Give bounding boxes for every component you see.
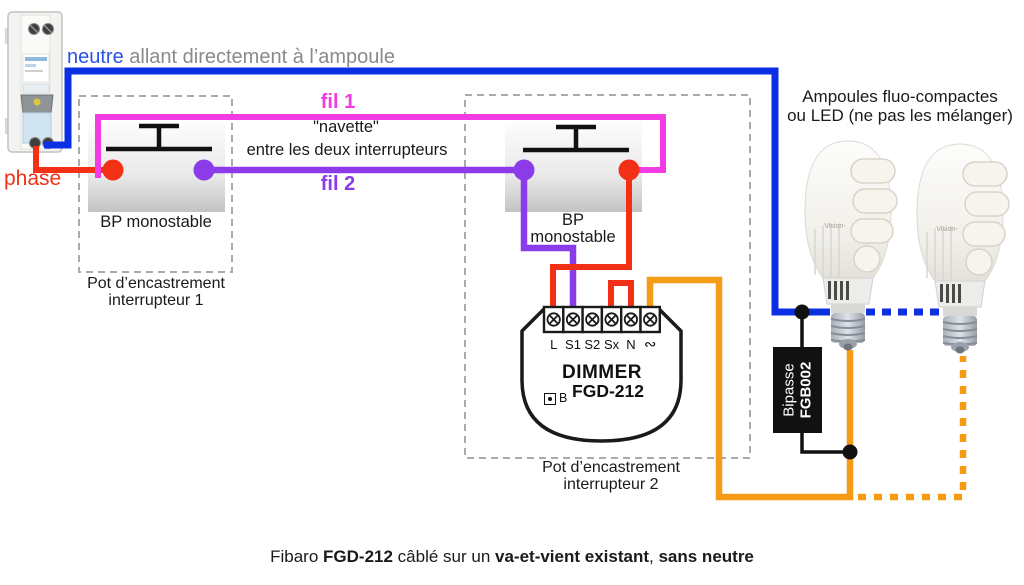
terminal-label-sx: Sx: [604, 337, 620, 352]
pot1-label-line2: interrupteur 1: [108, 292, 204, 309]
fil2-label: fil 2: [320, 173, 356, 195]
terminal-label-l: L: [550, 337, 558, 352]
phase-wire: [33, 146, 108, 173]
terminal-label-s2: S2: [584, 337, 601, 352]
switch2-fil2-contact: [513, 159, 535, 181]
navette-label-line2: entre les deux interrupteurs: [246, 141, 448, 159]
bulbs-caption-line2: ou LED (ne pas les mélanger): [787, 106, 1013, 125]
switch1-fil2-contact: [193, 159, 215, 181]
switch2-label-line2: monostable: [530, 228, 616, 246]
switch2-fil1-contact: [618, 159, 640, 181]
neutre-rest: allant directement à l’ampoule: [123, 46, 395, 68]
fil1-wire: [95, 114, 666, 178]
load-wire: [646, 276, 854, 501]
dimmer-model: FGD-212: [572, 381, 644, 401]
breaker-screws-top: [28, 23, 54, 35]
neutral-header-label: neutre allant directement à l’ampoule: [67, 46, 395, 69]
terminal-label-s1: S1: [565, 337, 581, 352]
terminal-block: [542, 305, 661, 334]
pot1-label-line1: Pot d’encastrement: [87, 275, 225, 292]
bulb-1: [804, 140, 898, 352]
b-button-label: B: [559, 391, 568, 405]
caption-text-2: câblé sur un: [392, 547, 496, 566]
screw-terminal-icons: [546, 312, 658, 327]
pot-encastrement-1-box: [78, 95, 233, 273]
fil1-label: fil 1: [320, 91, 356, 113]
dimmer-module: [520, 305, 683, 443]
bypass-module-box: [773, 347, 822, 433]
terminal-label-load-icon: ∾: [643, 336, 657, 353]
diagram-caption: Fibaro FGD-212 câblé sur un va-et-vient …: [270, 547, 754, 567]
navette-label-line1: "navette": [313, 118, 379, 136]
caption-text-3: ,: [649, 547, 659, 566]
circuit-breaker: [5, 11, 63, 153]
caption-bold-1: FGD-212: [323, 547, 393, 566]
pot2-label-line1: Pot d’encastrement: [542, 459, 680, 476]
bulb2-brand-text: Vision-: [936, 226, 958, 233]
switch1-phase-contact: [102, 159, 124, 181]
switch1-label: BP monostable: [100, 213, 212, 231]
caption-bold-3: sans neutre: [658, 547, 754, 566]
pot2-label-line2: interrupteur 2: [563, 476, 659, 493]
push-button-icon: [523, 124, 629, 153]
b-button-icon: [544, 393, 556, 405]
phase-label: phase: [4, 167, 62, 190]
bulbs-caption-line1: Ampoules fluo-compactes: [802, 87, 998, 106]
dimmer-name: DIMMER: [561, 362, 643, 383]
push-button-icon: [106, 123, 212, 152]
load-junction-dot: [842, 444, 858, 460]
switch2-label-line1: BP: [561, 211, 585, 229]
s1-wire: [520, 178, 577, 310]
bypass-module-label: Bipasse FGB002: [773, 347, 822, 433]
caption-text-1: Fibaro: [270, 547, 324, 566]
bypass-model: FGB002: [797, 361, 815, 419]
bypass-name: Bipasse: [780, 363, 798, 417]
neutre-word: neutre: [67, 46, 124, 68]
terminal-label-n: N: [626, 337, 636, 352]
neutral-wire: [44, 67, 830, 316]
neutral-junction-dot: [794, 304, 810, 320]
l-wire: [550, 178, 632, 310]
bulb-2: [916, 143, 1010, 355]
sx-n-jumper-wire: [608, 280, 634, 310]
bulb1-brand-text: Vision-: [824, 223, 846, 230]
load-wire-dotted: [858, 356, 967, 501]
breaker-toggle: [20, 94, 54, 144]
caption-bold-2: va-et-vient existant: [495, 547, 650, 566]
